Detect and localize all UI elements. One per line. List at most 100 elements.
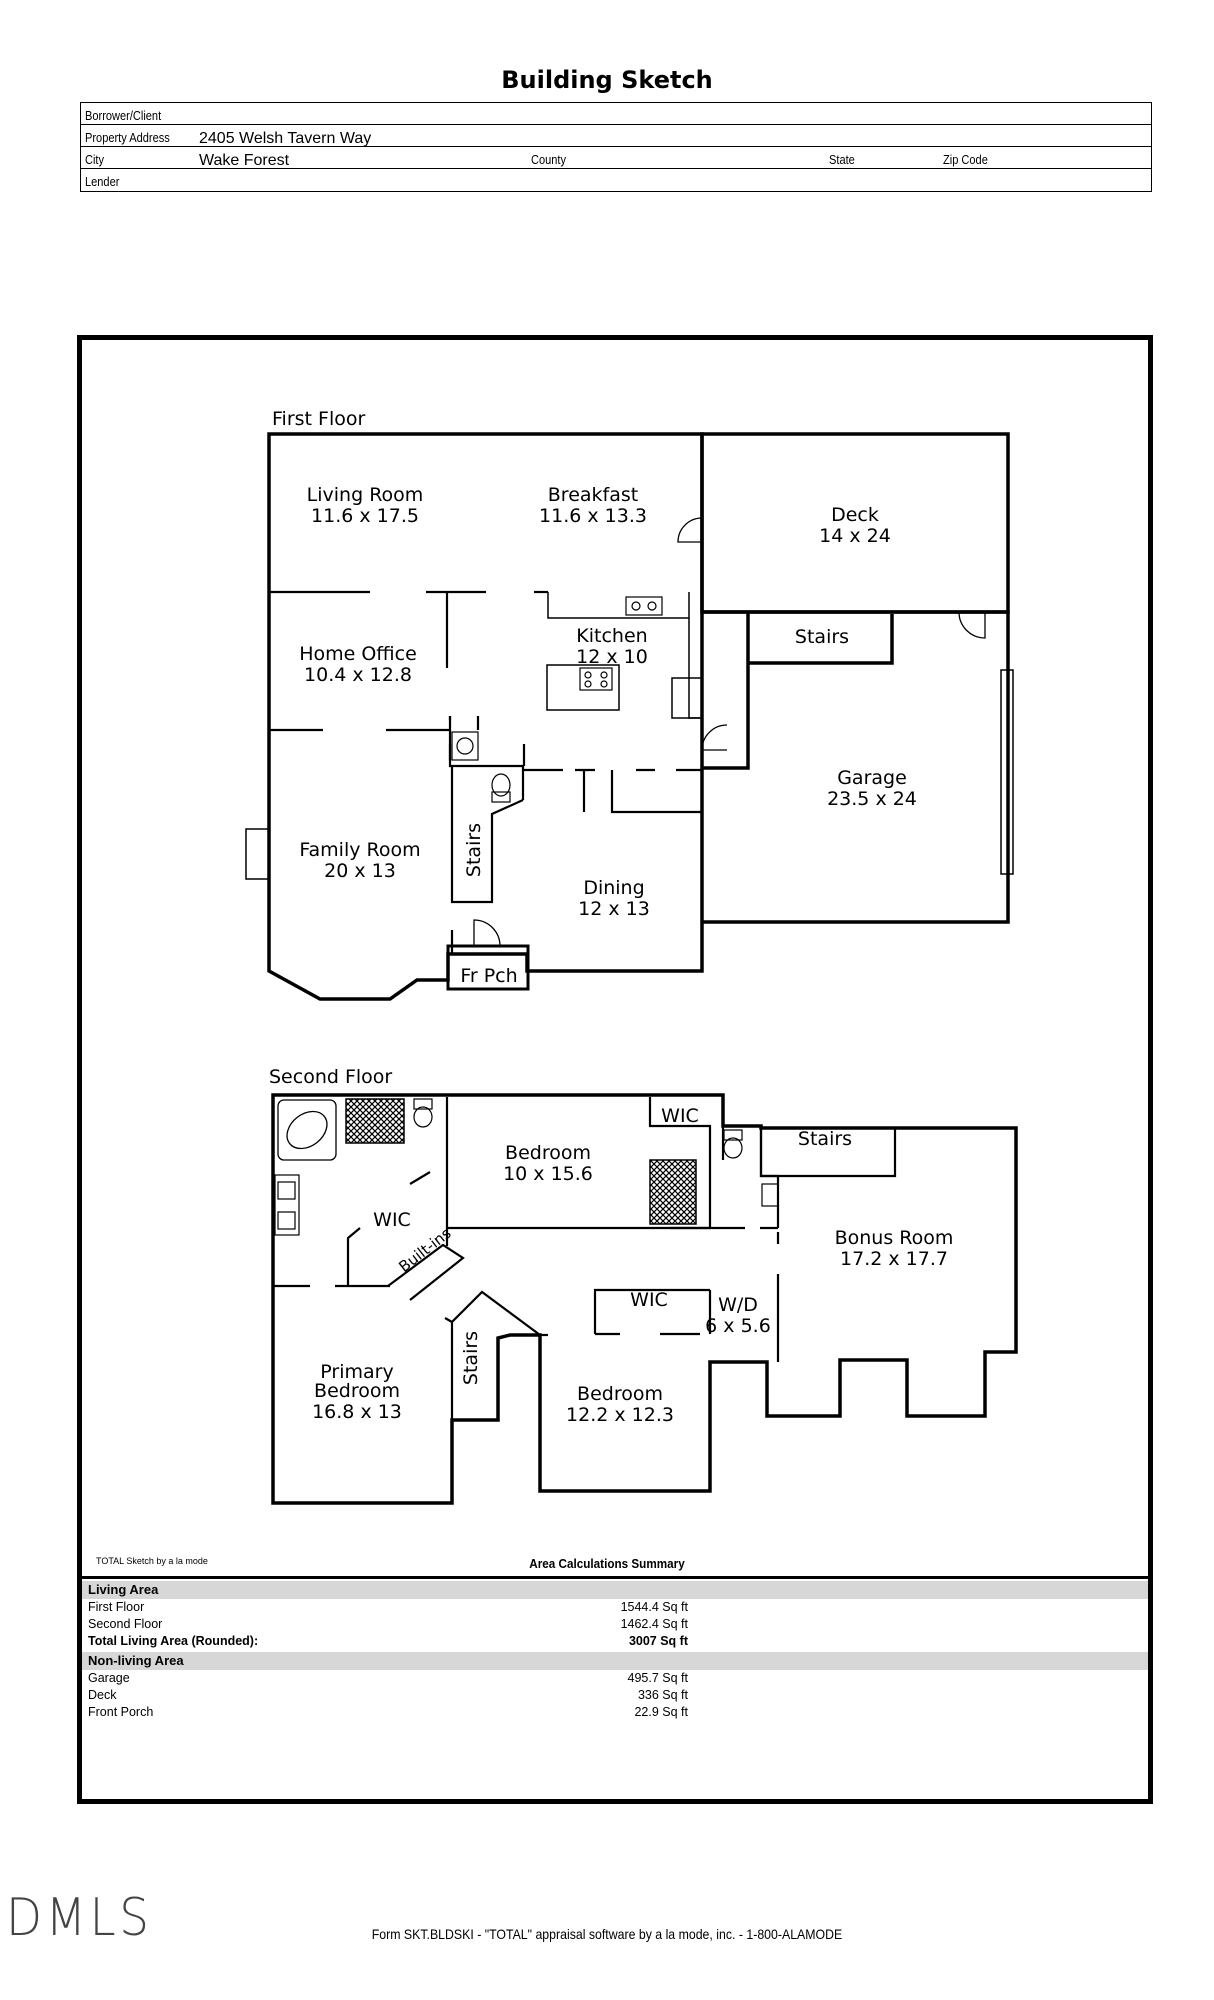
garage-dims: 23.5 x 24	[827, 788, 917, 810]
area-row: Second Floor 1462.4 Sq ft	[82, 1616, 1148, 1633]
first-floor	[245, 432, 1014, 1001]
cooktop-icon	[579, 667, 613, 691]
header-row-address: Property Address 2405 Welsh Tavern Way	[81, 125, 1151, 147]
bonus-room-dims: 17.2 x 17.7	[840, 1248, 948, 1270]
area-row: Front Porch 22.9 Sq ft	[82, 1704, 1148, 1721]
zip-label: Zip Code	[943, 152, 988, 167]
sketch-credit: TOTAL Sketch by a la mode	[96, 1556, 208, 1566]
header-row-lender: Lender	[81, 169, 1151, 191]
bedroom-top-dims: 10 x 15.6	[503, 1163, 593, 1185]
primary-bedroom-name-2: Bedroom	[314, 1380, 400, 1402]
area-label: Deck	[88, 1688, 117, 1702]
nonliving-area-header: Non-living Area	[82, 1652, 1148, 1670]
borrower-label: Borrower/Client	[85, 108, 162, 123]
breakfast-name: Breakfast	[548, 484, 638, 506]
hall-sink-icon	[761, 1183, 779, 1207]
area-summary: Living Area First Floor 1544.4 Sq ft Sec…	[82, 1576, 1148, 1721]
second-stairs-name: Stairs	[460, 1331, 482, 1385]
bonus-stairs-name: Stairs	[798, 1128, 852, 1150]
county-label: County	[531, 152, 567, 167]
vanity-icon	[274, 1174, 300, 1236]
area-label: Second Floor	[88, 1617, 163, 1631]
front-porch-name: Fr Pch	[460, 965, 517, 987]
city-label: City	[85, 152, 105, 167]
home-office-name: Home Office	[299, 643, 417, 665]
area-row: Deck 336 Sq ft	[82, 1687, 1148, 1704]
area-value: 1544.4 Sq ft	[620, 1600, 688, 1614]
bedroom-bottom-dims: 12.2 x 12.3	[566, 1404, 674, 1426]
wic-top-name: WIC	[661, 1105, 699, 1127]
second-floor	[271, 1093, 1018, 1505]
living-room-dims: 11.6 x 17.5	[311, 505, 419, 527]
bonus-room-name: Bonus Room	[835, 1227, 954, 1249]
bedroom-bottom-name: Bedroom	[577, 1383, 663, 1405]
primary-bedroom-dims: 16.8 x 13	[312, 1401, 402, 1423]
sketch-frame	[77, 335, 1153, 1804]
toilet-icon-primary	[413, 1098, 433, 1128]
half-bath-sink-icon	[451, 731, 479, 761]
area-value: 1462.4 Sq ft	[620, 1617, 688, 1631]
dining-dims: 12 x 13	[578, 898, 650, 920]
garage-stairs-name: Stairs	[795, 626, 849, 648]
wic-mid-name: WIC	[630, 1289, 668, 1311]
area-label: Garage	[88, 1671, 130, 1685]
garage-name: Garage	[837, 767, 907, 789]
address-label: Property Address	[85, 130, 170, 145]
fireplace	[245, 828, 270, 880]
bathtub-icon	[277, 1099, 337, 1161]
wd-dims: 6 x 5.6	[705, 1315, 771, 1337]
dmls-watermark-logo: DMLS	[6, 1888, 153, 1948]
family-room-name: Family Room	[299, 839, 420, 861]
second-floor-title: Second Floor	[269, 1066, 392, 1088]
form-footer: Form SKT.BLDSKI - "TOTAL" appraisal soft…	[371, 1926, 843, 1942]
deck-name: Deck	[831, 504, 879, 526]
total-living-label: Total Living Area (Rounded):	[88, 1634, 259, 1648]
second-floor-labels: Second Floor Bedroom 10 x 15.6 WIC Stair…	[269, 1066, 953, 1426]
wd-name: W/D	[718, 1294, 758, 1316]
first-floor-title: First Floor	[272, 408, 365, 430]
first-floor-labels: First Floor Living Room 11.6 x 17.5 Brea…	[272, 408, 917, 987]
area-value: 22.9 Sq ft	[634, 1705, 688, 1719]
kitchen-dims: 12 x 10	[576, 646, 648, 668]
area-label: Front Porch	[88, 1705, 154, 1719]
built-ins-name: Built-ins	[395, 1224, 454, 1276]
address-value: 2405 Welsh Tavern Way	[199, 130, 372, 147]
kitchen-sink-icon	[625, 596, 663, 616]
area-label: First Floor	[88, 1600, 145, 1614]
wic-primary-name: WIC	[373, 1209, 411, 1231]
toilet-icon-hall	[723, 1129, 743, 1159]
living-room-name: Living Room	[307, 484, 424, 506]
page-title: Building Sketch	[501, 66, 713, 94]
area-summary-title: Area Calculations Summary	[529, 1556, 685, 1571]
doors-first-floor	[473, 517, 986, 947]
stairs-name: Stairs	[463, 823, 485, 877]
toilet-icon	[491, 773, 511, 803]
family-room-dims: 20 x 13	[324, 860, 396, 882]
shower-icon-2	[649, 1159, 697, 1225]
area-row: Garage 495.7 Sq ft	[82, 1670, 1148, 1687]
second-floor-interior-walls	[273, 1097, 897, 1420]
breakfast-dims: 11.6 x 13.3	[539, 505, 647, 527]
living-area-header: Living Area	[82, 1581, 1148, 1599]
city-value: Wake Forest	[199, 152, 290, 169]
total-living-row: Total Living Area (Rounded): 3007 Sq ft	[82, 1633, 1148, 1650]
header-row-borrower: Borrower/Client	[81, 103, 1151, 125]
primary-bedroom-name-1: Primary	[320, 1361, 393, 1383]
area-row: First Floor 1544.4 Sq ft	[82, 1599, 1148, 1616]
second-floor-outline	[271, 1093, 1018, 1505]
bedroom-top-name: Bedroom	[505, 1142, 591, 1164]
kitchen-island	[546, 664, 620, 711]
kitchen-counters	[547, 592, 703, 719]
dining-name: Dining	[583, 877, 644, 899]
total-living-value: 3007 Sq ft	[628, 1634, 688, 1648]
lender-label: Lender	[85, 174, 120, 189]
state-label: State	[829, 152, 855, 167]
shower-icon	[345, 1098, 405, 1144]
deck-dims: 14 x 24	[819, 525, 891, 547]
area-value: 495.7 Sq ft	[627, 1671, 688, 1685]
first-floor-interior-walls	[269, 572, 704, 954]
area-value: 336 Sq ft	[637, 1688, 688, 1702]
home-office-dims: 10.4 x 12.8	[304, 664, 412, 686]
header-row-city: City Wake Forest County State Zip Code	[81, 147, 1151, 169]
